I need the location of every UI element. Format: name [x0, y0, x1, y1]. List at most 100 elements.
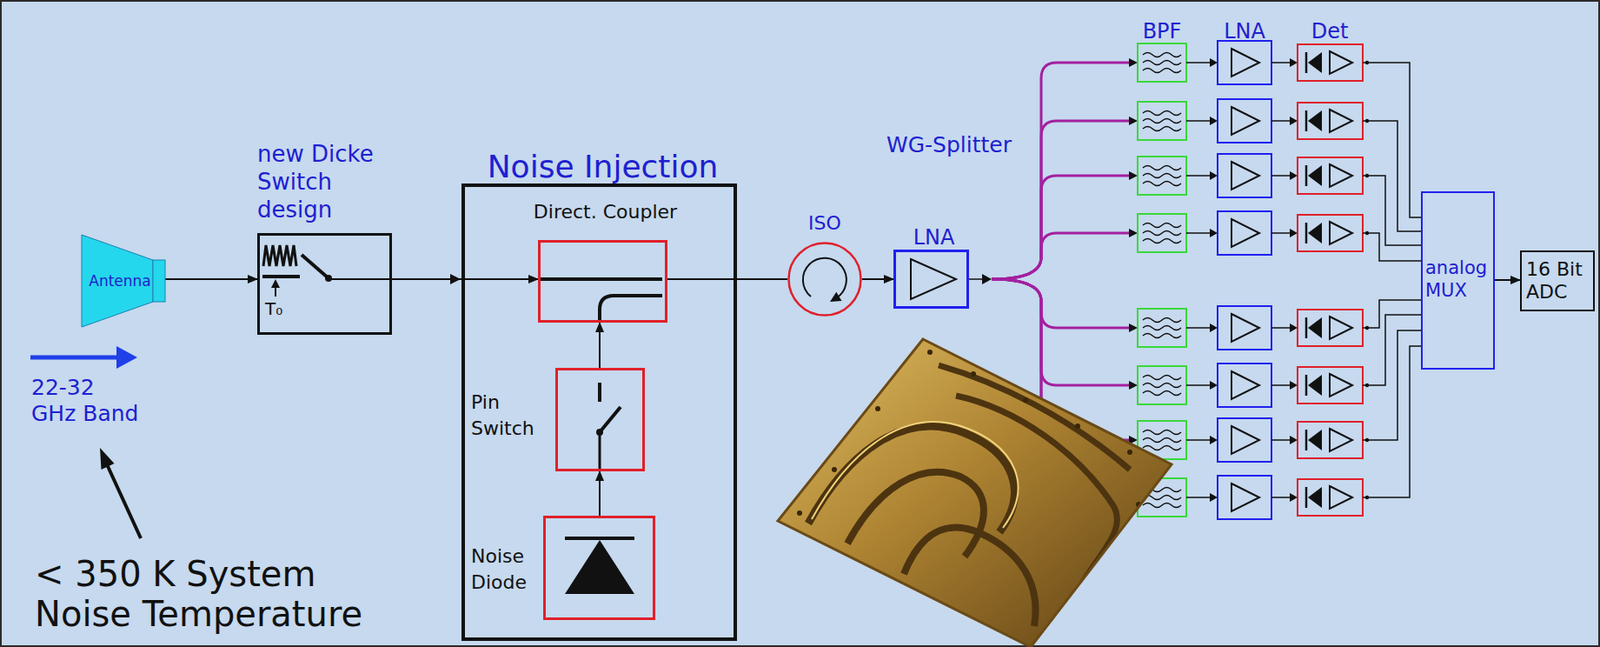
splitter-photo — [777, 338, 1172, 647]
splitter-branch — [991, 175, 1129, 279]
splitter-label: WG-Splitter — [886, 132, 1012, 159]
coupler-main-line — [540, 277, 663, 281]
horn-body — [81, 234, 153, 327]
connector — [391, 278, 538, 280]
channel-chain — [1128, 363, 1369, 407]
adc-box: 16 Bit ADC — [1520, 250, 1595, 312]
channel-chain — [1128, 475, 1369, 519]
plate-hole — [1022, 397, 1029, 403]
channel-chain — [1128, 211, 1369, 255]
band-label: 22-32 GHz Band — [31, 374, 143, 427]
splitter-branch — [991, 278, 1129, 328]
isolator-outline — [789, 243, 862, 316]
arrow-head — [829, 292, 843, 302]
component-label: Noise Diode — [471, 543, 539, 596]
channel-chain — [1128, 153, 1369, 198]
connector — [598, 471, 601, 516]
coupler-branch — [599, 295, 663, 321]
lna-box: LNA — [893, 249, 970, 309]
splitter-branch — [991, 62, 1129, 279]
adc-label: 16 Bit ADC — [1526, 258, 1591, 304]
antenna-label: Antenna — [88, 272, 152, 290]
splitter-branch — [991, 120, 1129, 279]
pin-switch-box: Pin Switch — [555, 367, 645, 472]
mux-wire — [1367, 62, 1421, 218]
block-heading: new Dicke Switch design — [257, 139, 390, 224]
channel-chain — [1128, 40, 1369, 85]
connector — [862, 278, 894, 280]
noise-diode-box: Noise Diode — [543, 515, 656, 620]
plate-hole — [970, 371, 976, 377]
mux-wire — [1367, 232, 1421, 261]
band-arrow — [30, 355, 122, 360]
switch-wire — [598, 431, 602, 470]
plate-hole — [796, 510, 803, 516]
isolator-circle: ISO — [787, 241, 863, 317]
plate-groove — [834, 564, 957, 626]
noise-injection-box: Noise InjectionDirect. CouplerPin Switch… — [461, 183, 737, 641]
connector — [667, 278, 788, 280]
plate-hole — [927, 349, 933, 355]
column-heading: BPF — [1127, 19, 1197, 44]
plate-hole — [875, 405, 881, 412]
channel-chain — [1128, 99, 1369, 143]
diode-symbol — [564, 539, 635, 594]
arrow-head — [99, 447, 115, 470]
column-heading: LNA — [1209, 19, 1280, 44]
connector — [165, 278, 258, 280]
arrow-head — [116, 345, 138, 369]
diode-bar — [564, 536, 635, 540]
mux-label: analog MUX — [1425, 256, 1494, 302]
circle-outline — [787, 241, 863, 317]
plate-groove — [938, 365, 1130, 470]
mux-box: analog MUX — [1420, 191, 1495, 370]
component-label: ISO — [778, 212, 871, 235]
mux-wire — [1367, 299, 1421, 328]
switch-lever — [301, 254, 329, 279]
mux-wire — [1367, 345, 1421, 498]
resistor-symbol — [263, 245, 297, 266]
connector — [598, 322, 601, 368]
brass-plate — [777, 338, 1172, 647]
splitter-branch — [991, 278, 1129, 386]
switch-lever — [599, 406, 621, 432]
reference-label: T₀ — [265, 298, 283, 319]
coupler-box: Direct. Coupler — [537, 239, 668, 323]
block-heading: Noise Injection — [447, 148, 758, 186]
plate-hole — [831, 466, 837, 472]
plate-hole — [1075, 423, 1081, 429]
mux-wire — [1367, 330, 1421, 440]
component-label: Direct. Coupler — [505, 200, 705, 224]
switch-contact — [597, 382, 602, 402]
connector — [1494, 278, 1521, 281]
reference-terminal — [262, 274, 300, 279]
channel-chain — [1128, 305, 1369, 350]
arrow-head — [271, 278, 280, 288]
switch-output — [328, 278, 392, 280]
plate-hole — [1127, 449, 1133, 455]
amplifier-symbol — [910, 258, 957, 299]
arrow-head — [982, 273, 992, 285]
pointer-arrow — [106, 464, 141, 538]
mux-wire — [1367, 175, 1421, 246]
component-label: Pin Switch — [471, 389, 552, 442]
component-label: LNA — [887, 225, 981, 250]
plate-groove — [847, 471, 984, 557]
dicke-switch-box: new Dicke Switch designT₀ — [257, 232, 392, 335]
horn-flange — [152, 259, 166, 302]
reference-arrow — [274, 286, 277, 297]
splitter-branch — [991, 232, 1129, 279]
mux-wires — [1367, 62, 1421, 498]
plate-groove — [903, 527, 1036, 626]
plate-rim — [777, 338, 1172, 647]
mux-wire — [1367, 314, 1421, 386]
isolator-arc — [803, 258, 847, 299]
column-heading: Det — [1294, 19, 1365, 44]
channel-chain — [1128, 418, 1369, 462]
noise-temperature-note: < 350 K System Noise Temperature — [34, 553, 400, 634]
antenna-node: Antenna — [81, 234, 166, 327]
